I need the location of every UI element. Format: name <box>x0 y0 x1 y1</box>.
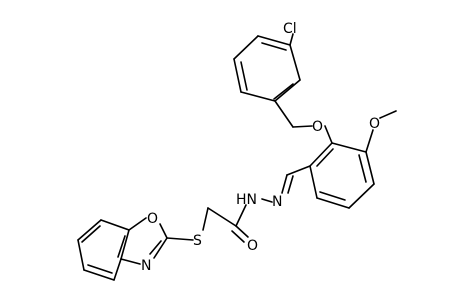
bond <box>113 258 122 281</box>
bond <box>289 33 294 46</box>
bond <box>231 230 245 243</box>
bond <box>289 44 301 81</box>
bond <box>87 264 113 274</box>
bond <box>309 165 318 199</box>
bond <box>235 225 249 238</box>
bond <box>273 83 294 100</box>
bond <box>274 79 301 102</box>
bond <box>117 235 126 258</box>
atom-label-hn-hydrazide: HN <box>236 192 257 208</box>
bond <box>316 197 350 209</box>
bond <box>240 61 248 91</box>
bond <box>149 240 162 255</box>
bond <box>324 125 333 144</box>
bond <box>83 269 115 281</box>
bond <box>159 223 168 239</box>
atom-label-o-oxazole: O <box>147 211 158 227</box>
bond <box>261 198 273 203</box>
bond <box>281 174 288 194</box>
bond <box>202 207 209 231</box>
bond <box>365 129 374 153</box>
bond <box>128 217 147 231</box>
bond <box>261 42 287 51</box>
bond <box>233 58 242 93</box>
atom-label-o-carbonyl: O <box>247 238 258 254</box>
bond <box>120 229 130 260</box>
bond <box>379 110 397 119</box>
bond <box>166 237 194 241</box>
bond <box>365 151 375 185</box>
bond <box>331 142 367 153</box>
bond <box>309 142 333 167</box>
bond <box>207 207 237 227</box>
bond <box>287 175 294 194</box>
atom-label-n-oxazole: N <box>141 258 151 274</box>
bond <box>233 35 259 60</box>
atom-labels: Cl O O N HN O S O N <box>141 21 380 274</box>
atom-label-cl: Cl <box>283 21 297 37</box>
atom-label-o-methoxy: O <box>369 116 380 132</box>
bond <box>77 219 102 241</box>
atom-label-s-thio: S <box>193 233 202 249</box>
atom-label-o-ether: O <box>312 119 323 135</box>
bond <box>77 239 85 271</box>
bond <box>257 35 291 46</box>
bond <box>120 258 141 265</box>
bond <box>358 154 367 183</box>
bond <box>235 204 247 227</box>
bond <box>292 125 313 128</box>
bonds <box>77 33 397 281</box>
bond <box>348 183 375 209</box>
atom-label-n-imine: N <box>272 194 282 210</box>
bond <box>319 191 346 201</box>
bond <box>274 100 294 128</box>
bond <box>153 237 168 259</box>
bond <box>286 165 311 176</box>
bond <box>240 91 276 102</box>
bond <box>316 148 334 167</box>
bond <box>100 219 130 231</box>
bond <box>81 225 101 243</box>
